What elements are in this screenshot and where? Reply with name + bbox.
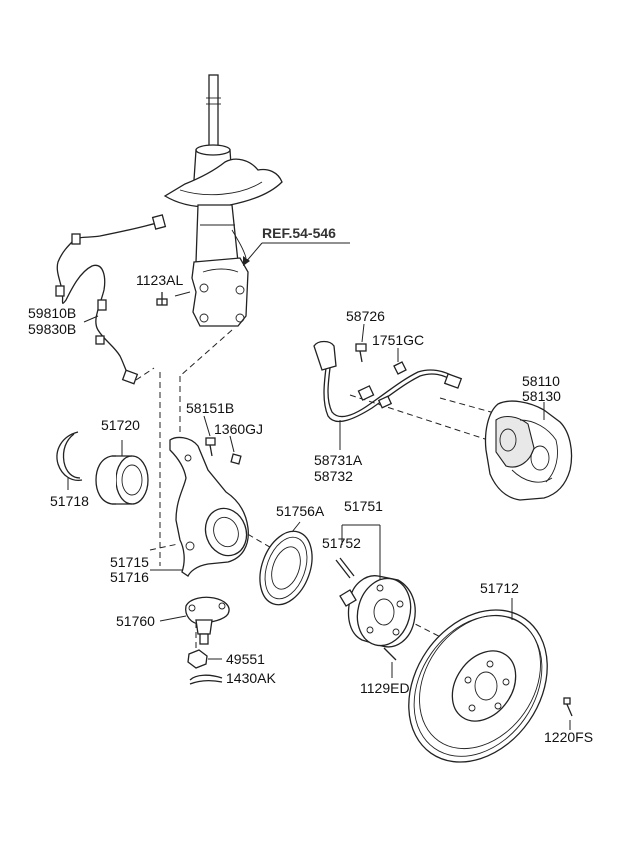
dust-cover-51756a [259,521,313,606]
label-58732: 58732 [314,468,353,484]
label-51712: 51712 [480,580,519,596]
bolt-58726 [355,323,367,363]
label-51716: 51716 [110,569,149,585]
label-1123al: 1123AL [136,272,183,288]
label-51756a: 51756A [276,503,325,519]
label-59810b: 59810B [28,305,76,321]
label-51720: 51720 [101,417,140,433]
label-51752: 51752 [322,535,361,551]
bolt-1123al [156,291,191,306]
label-51718: 51718 [50,493,89,509]
screw-1220fs [563,697,573,730]
label-51760: 51760 [116,613,155,629]
label-1220fs: 1220FS [544,729,593,745]
nut-49551 [187,649,222,669]
label-1430ak: 1430AK [226,670,276,686]
label-58110: 58110 [522,373,560,389]
part-labels: 1123AL 59810B 59830B 58726 1751GC 58110 … [28,272,593,745]
label-1360gj: 1360GJ [214,421,263,437]
strut-assembly [163,74,283,327]
brake-hose-58731a [313,340,463,450]
reference-label: REF.54-546 [262,225,336,241]
reference-callout: REF.54-546 [243,225,350,266]
snap-ring-51718 [56,431,83,490]
brake-caliper-58110 [484,400,573,501]
caliper-bolts [203,415,242,465]
label-51751: 51751 [344,498,383,514]
wheel-bearing-51720 [95,440,149,505]
label-49551: 49551 [226,651,265,667]
label-58151b: 58151B [186,400,234,416]
ball-joint-51760 [159,596,230,645]
brake-disc-51712 [408,598,548,763]
label-58130: 58130 [522,388,561,404]
screw-1129ed [383,647,397,678]
label-58726: 58726 [346,308,385,324]
abs-wheel-speed-sensor [55,214,167,385]
steering-knuckle [150,436,249,577]
label-1129ed: 1129ED [360,680,410,696]
wheel-hub-51751 [335,524,416,648]
label-58731a: 58731A [314,452,363,468]
label-59830b: 59830B [28,321,76,337]
cotter-pin-1430ak [189,674,223,685]
label-51715: 51715 [110,554,149,570]
clip-1751gc [393,348,407,375]
label-1751gc: 1751GC [372,332,424,348]
